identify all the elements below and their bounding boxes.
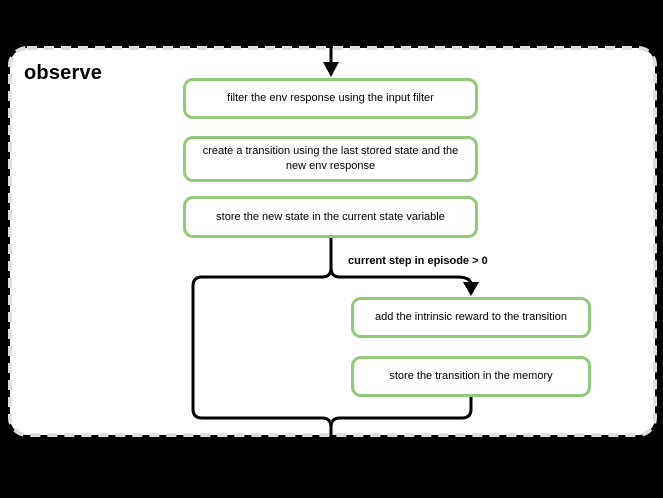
node-label: store the transition in the memory	[389, 370, 553, 382]
connector-condition-branch	[329, 267, 473, 286]
group-title-observe: observe	[24, 62, 103, 84]
node-label: store the new state in the current state…	[216, 210, 445, 223]
node-add-intrinsic-reward: add the intrinsic reward to the transiti…	[351, 297, 591, 338]
node-label: filter the env response using the input …	[227, 92, 434, 104]
connector-return-merge	[329, 397, 473, 428]
connector-skip-branch	[191, 237, 333, 452]
node-label: add the intrinsic reward to the transiti…	[375, 311, 567, 323]
arrowhead-condition-icon	[463, 282, 479, 296]
condition-label: current step in episode > 0	[348, 255, 488, 267]
node-store-transition: store the transition in the memory	[351, 356, 591, 397]
node-create-transition: create a transition using the last store…	[183, 136, 478, 182]
arrowhead-entry-icon	[323, 62, 339, 77]
node-filter-env-response: filter the env response using the input …	[183, 78, 478, 119]
node-label: create a transition using the last store…	[202, 145, 459, 157]
node-label: new env response	[285, 160, 376, 172]
node-store-new-state: store the new state in the current state…	[183, 196, 478, 238]
